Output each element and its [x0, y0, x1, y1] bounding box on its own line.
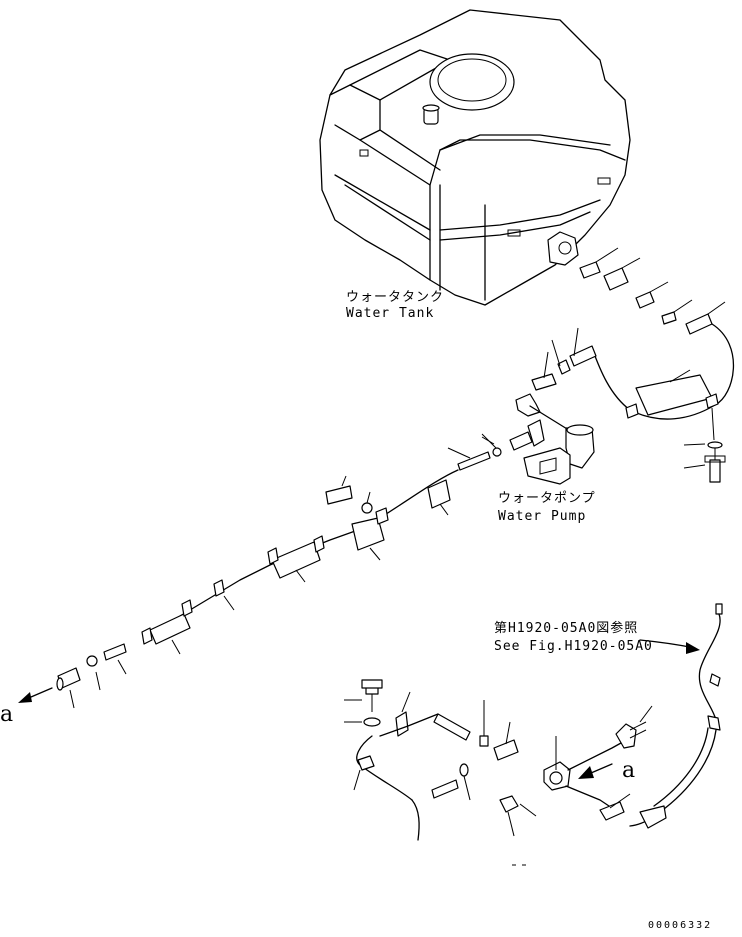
see-fig-label-en: See Fig.H1920-05A0: [494, 639, 653, 654]
drawing-number: 00006332: [648, 920, 712, 931]
water-pump: [481, 351, 595, 485]
drain-hose: [629, 603, 723, 829]
see-fig-label-ja: 第H1920-05A0図参照: [494, 620, 638, 636]
water-pump-label-en: Water Pump: [498, 509, 586, 524]
water-tank-label-ja: ウォータタンク: [346, 290, 444, 305]
tank-outlet-fittings: [579, 247, 726, 335]
water-tank: [319, 9, 631, 306]
water-tank-label-en: Water Tank: [346, 306, 434, 321]
tank-to-pump-hose: [551, 323, 735, 483]
lower-assembly: [344, 679, 653, 866]
arrow-a-left-label: a: [0, 702, 13, 727]
pump-to-outlet-hose: [18, 433, 502, 709]
water-pump-label-ja: ウォータポンプ: [498, 491, 596, 506]
arrow-a-right-label: a: [622, 758, 635, 783]
reference-leader: [639, 639, 700, 654]
